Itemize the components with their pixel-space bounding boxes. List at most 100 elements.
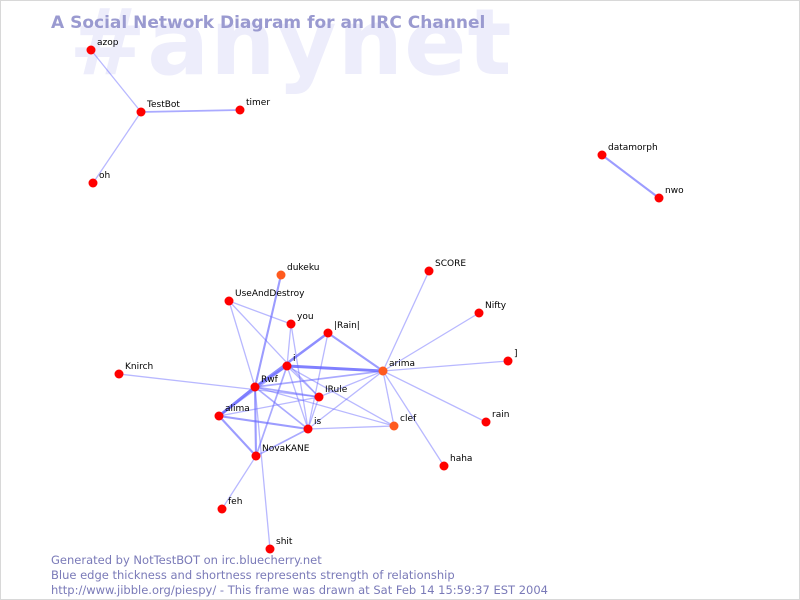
- edge-NovaKANE-feh: [221, 455, 257, 510]
- node-dot: [474, 308, 484, 318]
- node-label: feh: [228, 497, 242, 507]
- node-label: ]: [514, 349, 518, 359]
- node-dot: [114, 369, 124, 379]
- edge-dukeku-Rwf: [253, 274, 283, 388]
- edge-Rwf-IRule: [254, 386, 320, 398]
- node-label: i: [293, 354, 296, 364]
- node-label: timer: [246, 98, 270, 108]
- edge-UseAndDestroy-Rwf: [228, 300, 256, 388]
- edge-arima-clef: [382, 370, 395, 427]
- edge-you-is: [290, 323, 309, 430]
- node-dot: [217, 504, 227, 514]
- edge-i-is: [286, 365, 309, 430]
- node-NovaKANE: NovaKANE: [251, 444, 310, 461]
- node-label: |Rain|: [334, 321, 360, 331]
- edge-is-clef: [307, 425, 395, 430]
- node-timer: timer: [235, 98, 270, 115]
- node-dot: [424, 266, 434, 276]
- node-clef: clef: [389, 414, 417, 431]
- edge-arima-haha: [382, 370, 445, 467]
- edge-datamorph-nwo: [601, 154, 660, 199]
- node-dot: [439, 461, 449, 471]
- node-bracket: ]: [503, 349, 518, 366]
- node-dot: [235, 105, 245, 115]
- edge-arima-rain: [382, 370, 487, 423]
- edge-alima-NovaKANE: [218, 415, 257, 457]
- node-dot: [276, 270, 286, 280]
- node-shit: shit: [265, 537, 293, 554]
- edge-TestBot-timer: [140, 109, 241, 113]
- node-SCORE: SCORE: [424, 259, 466, 276]
- edge-IRule-is: [307, 396, 320, 430]
- node-azop: azop: [86, 38, 119, 55]
- node-is: is: [303, 417, 322, 434]
- node-nwo: nwo: [654, 186, 684, 203]
- edge-UseAndDestroy-you: [228, 300, 292, 325]
- node-IRainI: |Rain|: [323, 321, 360, 338]
- edge-arima-IRule: [318, 370, 384, 398]
- node-dot: [503, 356, 513, 366]
- edge-IRainI-is: [307, 332, 329, 430]
- node-label: haha: [450, 454, 472, 464]
- channel-watermark: #anynet: [69, 0, 513, 96]
- node-label: clef: [400, 414, 417, 424]
- node-label: nwo: [665, 186, 684, 196]
- node-label: dukeku: [287, 263, 319, 273]
- node-dot: [224, 296, 234, 306]
- node-dot: [86, 45, 96, 55]
- node-label: rain: [492, 410, 509, 420]
- node-label: NovaKANE: [262, 444, 310, 454]
- footer-generated-by: Generated by NotTestBOT on irc.bluecherr…: [51, 553, 322, 567]
- node-dot: [303, 424, 313, 434]
- node-i: i: [282, 354, 296, 371]
- node-label: UseAndDestroy: [235, 289, 305, 299]
- node-dot: [88, 178, 98, 188]
- edge-i-arima: [286, 364, 384, 373]
- node-haha: haha: [439, 454, 472, 471]
- node-dukeku: dukeku: [276, 263, 319, 280]
- edge-is-NovaKANE: [255, 428, 309, 457]
- node-dot: [323, 328, 333, 338]
- node-IRule: IRule: [314, 385, 348, 402]
- node-label: TestBot: [146, 100, 180, 110]
- node-Rwf: Rwf: [250, 375, 279, 392]
- node-oh: oh: [88, 171, 110, 188]
- page-title: A Social Network Diagram for an IRC Chan…: [51, 13, 486, 33]
- node-label: SCORE: [435, 259, 466, 269]
- footer-legend-note: Blue edge thickness and shortness repres…: [51, 568, 455, 582]
- edge-azop-TestBot: [90, 49, 142, 113]
- node-label: alima: [225, 404, 250, 414]
- node-label: shit: [276, 537, 293, 547]
- edge-arima-bracket: [382, 360, 509, 372]
- node-dot: [282, 361, 292, 371]
- edge-Nifty-arima: [382, 312, 480, 372]
- node-dot: [597, 150, 607, 160]
- node-dot: [250, 382, 260, 392]
- node-dot: [286, 319, 296, 329]
- edge-SCORE-arima: [382, 270, 430, 372]
- node-label: Rwf: [261, 375, 279, 385]
- node-alima: alima: [214, 404, 250, 421]
- node-label: azop: [97, 38, 119, 48]
- node-dot: [265, 544, 275, 554]
- node-UseAndDestroy: UseAndDestroy: [224, 289, 305, 306]
- edge-you-i: [286, 323, 292, 367]
- node-Knirch: Knirch: [114, 362, 153, 379]
- node-rain: rain: [481, 410, 509, 427]
- node-dot: [251, 451, 261, 461]
- node-label: IRule: [325, 385, 348, 395]
- edge-TestBot-oh: [92, 111, 142, 184]
- node-dot: [481, 417, 491, 427]
- edge-alima-is: [218, 414, 309, 431]
- node-dot: [314, 392, 324, 402]
- node-label: datamorph: [608, 143, 658, 153]
- node-dot: [214, 411, 224, 421]
- node-arima: arima: [378, 359, 415, 376]
- node-label: Knirch: [125, 362, 153, 372]
- edge-layer: [90, 49, 660, 550]
- footer-url-timestamp: http://www.jibble.org/piespy/ - This fra…: [51, 583, 548, 597]
- edge-i-clef: [286, 365, 395, 427]
